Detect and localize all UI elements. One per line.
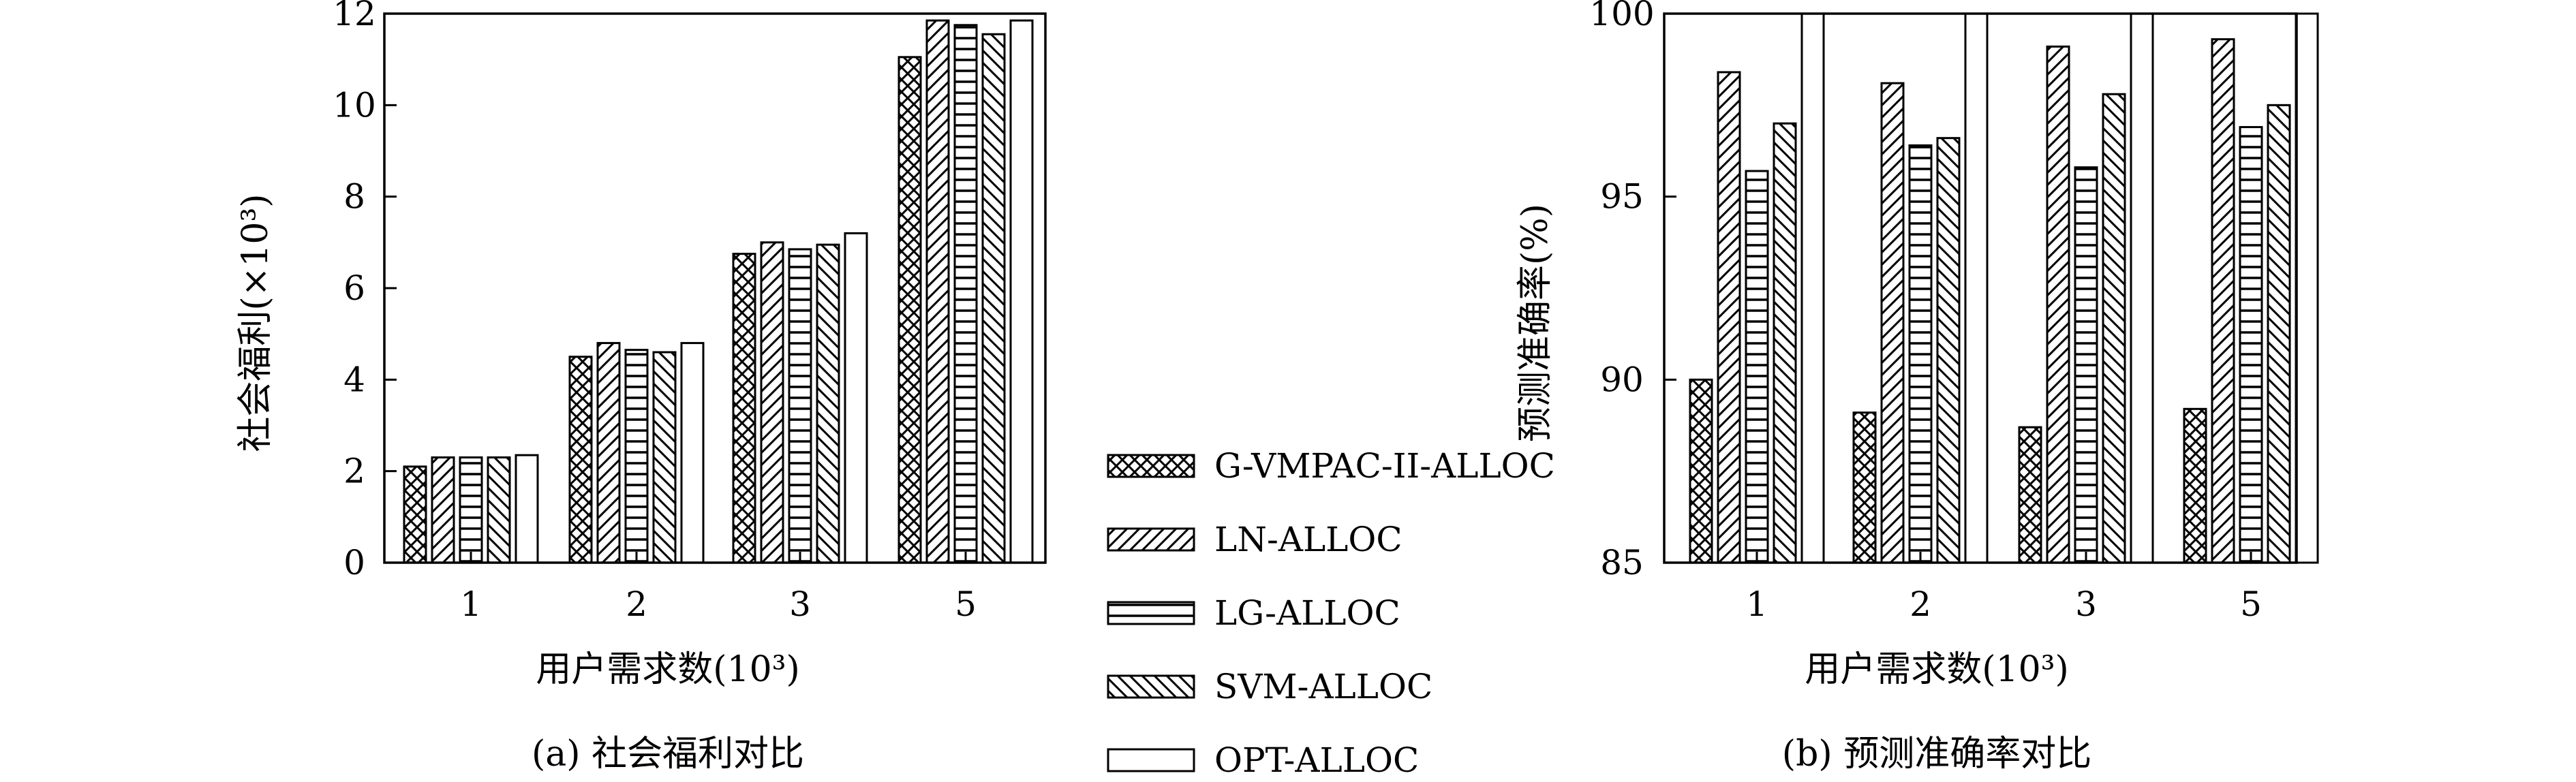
bar-g-vmpac-ii-alloc-5 bbox=[2183, 407, 2207, 564]
bar-g-vmpac-ii-alloc-1 bbox=[403, 465, 427, 564]
legend-label: SVM-ALLOC bbox=[1214, 667, 1432, 706]
bar-opt-alloc-3 bbox=[2130, 12, 2154, 564]
y-tick-label: 8 bbox=[343, 177, 365, 217]
bar-ln-alloc-5 bbox=[2211, 38, 2235, 564]
bar-lg-alloc-2 bbox=[624, 349, 649, 564]
x-tick-label: 3 bbox=[789, 584, 811, 624]
bar-svm-alloc-1 bbox=[487, 456, 511, 564]
legend-label: LG-ALLOC bbox=[1214, 593, 1400, 633]
bar-ln-alloc-5 bbox=[925, 19, 950, 564]
bar-lg-alloc-5 bbox=[2239, 126, 2263, 564]
bar-ln-alloc-3 bbox=[760, 241, 784, 564]
bar-g-vmpac-ii-alloc-2 bbox=[1852, 411, 1877, 564]
bar-opt-alloc-3 bbox=[844, 232, 868, 564]
bar-g-vmpac-ii-alloc-3 bbox=[2018, 426, 2042, 564]
bar-g-vmpac-ii-alloc-1 bbox=[1689, 378, 1713, 564]
bar-opt-alloc-5 bbox=[2295, 12, 2319, 564]
plot-frame bbox=[1663, 12, 2298, 564]
bar-ln-alloc-2 bbox=[596, 342, 621, 564]
y-tick-label: 90 bbox=[1600, 360, 1644, 399]
bar-svm-alloc-5 bbox=[981, 33, 1006, 564]
x-tick-label: 2 bbox=[1910, 584, 1931, 624]
y-axis-ticks: 85 90 95 100 bbox=[1589, 0, 1676, 582]
bar-opt-alloc-2 bbox=[1964, 12, 1989, 564]
y-tick-label: 12 bbox=[333, 0, 376, 33]
legend-swatch-opt-alloc bbox=[1107, 748, 1195, 772]
chart-prediction-accuracy: 预测准确率(%) 85 90 95 100 1 2 3 5 用户需求数(10³) (b) 预… bbox=[1515, 0, 2319, 775]
legend-label: LN-ALLOC bbox=[1214, 520, 1402, 559]
bar-ln-alloc-2 bbox=[1880, 82, 1905, 564]
bar-ln-alloc-3 bbox=[2046, 45, 2070, 564]
bar-g-vmpac-ii-alloc-2 bbox=[568, 356, 593, 564]
bar-opt-alloc-1 bbox=[515, 454, 539, 564]
x-axis-label: 用户需求数(10³) bbox=[1805, 649, 2069, 690]
bar-ln-alloc-1 bbox=[431, 456, 455, 564]
bar-svm-alloc-2 bbox=[1936, 137, 1961, 564]
bar-group bbox=[1689, 12, 2319, 564]
x-tick-label: 1 bbox=[460, 584, 482, 624]
y-tick-label: 10 bbox=[333, 85, 376, 125]
y-axis-label: 社会福利(×10³) bbox=[235, 193, 276, 452]
bar-group bbox=[403, 19, 1034, 564]
y-tick-label: 0 bbox=[343, 543, 365, 582]
bar-svm-alloc-3 bbox=[2102, 93, 2126, 564]
legend-label: OPT-ALLOC bbox=[1214, 740, 1419, 780]
bar-g-vmpac-ii-alloc-5 bbox=[898, 56, 922, 564]
y-axis-label: 预测准确率(%) bbox=[1515, 204, 1556, 442]
x-tick-label: 2 bbox=[626, 584, 647, 624]
bar-lg-alloc-2 bbox=[1908, 144, 1933, 564]
bar-svm-alloc-3 bbox=[816, 243, 840, 564]
plot-border bbox=[383, 12, 1047, 564]
y-tick-label: 95 bbox=[1600, 177, 1644, 217]
bar-opt-alloc-5 bbox=[1009, 19, 1034, 564]
bar-lg-alloc-3 bbox=[788, 248, 812, 564]
plot-border bbox=[1663, 12, 2298, 564]
chart-caption: (b) 预测准确率对比 bbox=[1782, 734, 2091, 775]
bar-lg-alloc-5 bbox=[953, 24, 978, 564]
bar-svm-alloc-5 bbox=[2267, 104, 2291, 564]
legend-swatch-lg-alloc bbox=[1107, 601, 1195, 625]
legend: G-VMPAC-II-ALLOC LN-ALLOC LG-ALLOC SVM-ALLO… bbox=[1107, 446, 1555, 780]
bar-opt-alloc-2 bbox=[680, 342, 705, 564]
bar-lg-alloc-3 bbox=[2074, 166, 2098, 564]
y-tick-label: 85 bbox=[1600, 543, 1644, 582]
bar-ln-alloc-1 bbox=[1717, 71, 1741, 564]
y-tick-label: 2 bbox=[343, 452, 365, 491]
legend-label: G-VMPAC-II-ALLOC bbox=[1214, 446, 1555, 486]
bar-g-vmpac-ii-alloc-3 bbox=[732, 253, 756, 564]
y-tick-label: 4 bbox=[343, 360, 365, 399]
x-axis-label: 用户需求数(10³) bbox=[536, 649, 800, 690]
x-tick-label: 5 bbox=[2240, 584, 2262, 624]
y-tick-label: 6 bbox=[343, 268, 365, 308]
bar-svm-alloc-2 bbox=[652, 351, 677, 564]
x-axis-ticks: 1 2 3 5 bbox=[1746, 552, 2262, 624]
legend-swatch-g-vmpac-ii-alloc bbox=[1107, 454, 1195, 478]
bar-svm-alloc-1 bbox=[1773, 122, 1797, 564]
x-tick-label: 1 bbox=[1746, 584, 1768, 624]
bar-lg-alloc-1 bbox=[1745, 170, 1769, 564]
legend-swatch-svm-alloc bbox=[1107, 674, 1195, 699]
bar-lg-alloc-1 bbox=[459, 456, 483, 564]
x-tick-label: 5 bbox=[955, 584, 977, 624]
y-tick-label: 100 bbox=[1589, 0, 1654, 33]
x-axis-ticks: 1 2 3 5 bbox=[460, 552, 977, 624]
chart-caption: (a) 社会福利对比 bbox=[532, 734, 804, 775]
legend-swatch-ln-alloc bbox=[1107, 527, 1195, 552]
y-axis-ticks: 0 2 4 6 8 10 12 bbox=[333, 0, 397, 582]
x-tick-label: 3 bbox=[2075, 584, 2097, 624]
bar-opt-alloc-1 bbox=[1800, 12, 1825, 564]
plot-frame bbox=[383, 12, 1047, 564]
